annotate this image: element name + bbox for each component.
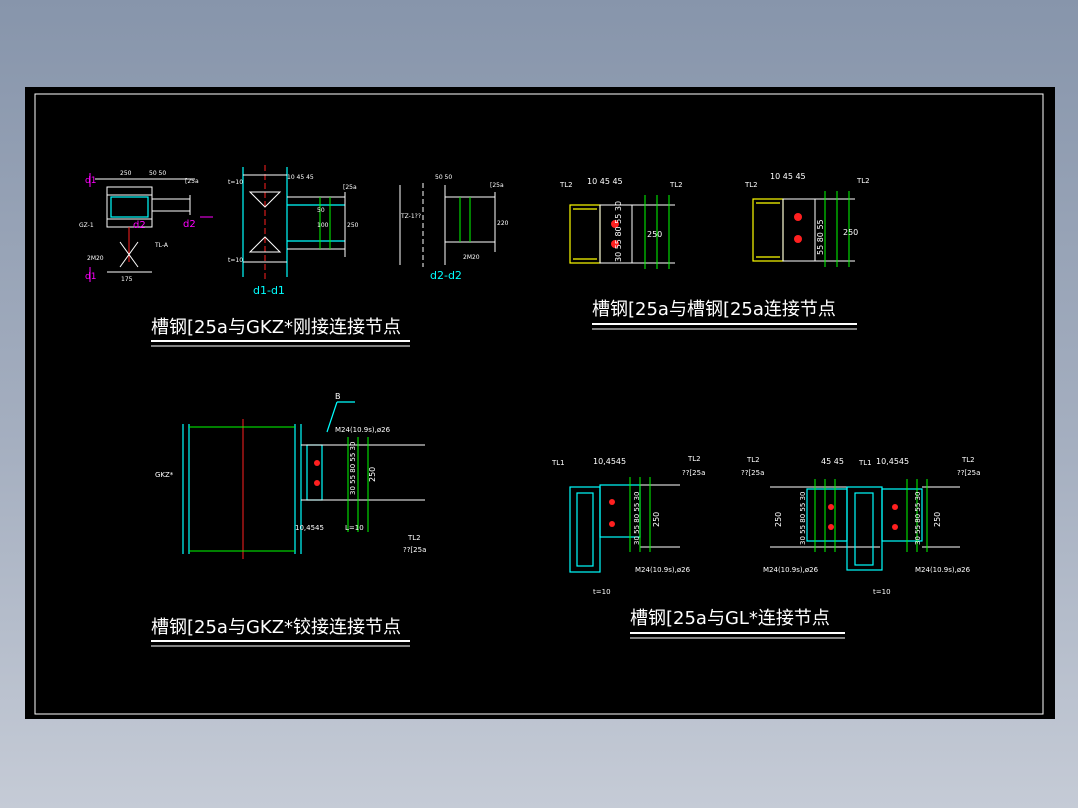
section-mark-d2-right: d2 (183, 219, 196, 230)
dim-250-hinged: 250 (368, 467, 377, 482)
cad-drawing-canvas[interactable]: d1 d1 d2 d2 250 50 50 [25a GZ-1 TL-A 2M2… (25, 87, 1055, 719)
title-rigid-connection: 槽钢[25a与GKZ*刚接连接节点 (151, 317, 401, 338)
label-c25a-d2: [25a (490, 182, 504, 189)
label-l10: L=10 (345, 524, 364, 532)
dim-104545-cc2: 10 45 45 (770, 172, 806, 181)
label-c25a-gl-b: ??[25a (741, 469, 764, 477)
label-t10-gl-b: t=10 (873, 588, 891, 596)
label-gz1: GZ-1 (79, 222, 94, 229)
dim-250-gl-c: 250 (933, 512, 942, 527)
label-tl2-cc-b: TL2 (669, 181, 683, 189)
dim-5050-d2: 50 50 (435, 174, 452, 181)
dim-175: 175 (121, 276, 133, 283)
dim-50-d1: 50 (317, 207, 325, 214)
label-2m20: 2M20 (87, 255, 104, 262)
title-channel-connection: 槽钢[25a与槽钢[25a连接节点 (592, 299, 836, 320)
label-bolt-gl-c: M24(10.9s),ø26 (915, 566, 971, 574)
label-bolt-gl-b: M24(10.9s),ø26 (763, 566, 819, 574)
section-d2-d2 (399, 183, 496, 267)
label-2m20-d2: 2M20 (463, 254, 480, 261)
label-tl2-gl-c: TL2 (961, 456, 975, 464)
label-bolt-gl-a: M24(10.9s),ø26 (635, 566, 691, 574)
label-t10-gl-a: t=10 (593, 588, 611, 596)
dim-30558055-hinged: 30 55 80 55 30 (349, 442, 357, 495)
dim-250-d1: 250 (347, 222, 359, 229)
label-tl2-gl-b: TL2 (746, 456, 760, 464)
label-tl-a: TL-A (154, 242, 169, 249)
section-mark-d1-top: d1 (85, 176, 96, 186)
dim-30558055-gl-a: 30 55 80 55 30 (633, 492, 641, 545)
rigid-connection-plan (89, 173, 213, 282)
gl-connection-right (770, 479, 960, 571)
dim-250-gl-a: 250 (652, 512, 661, 527)
dim-220-d2: 220 (497, 220, 509, 227)
drawing-border (34, 93, 1044, 715)
bolt-symbols-right (794, 213, 802, 243)
label-tl2-cc-d: TL2 (856, 177, 870, 185)
label-tz: TZ-1?? (400, 213, 421, 220)
label-b-mark: B (335, 392, 341, 401)
dim-250-gl-b: 250 (774, 512, 783, 527)
gl-connection-left (569, 477, 680, 573)
dim-104545-cc: 10 45 45 (587, 177, 623, 186)
section-label-d1-d1: d1-d1 (253, 284, 285, 297)
label-c25a-plan: [25a (185, 178, 199, 185)
label-tl2-cc-c: TL2 (744, 181, 758, 189)
title-gl-connection: 槽钢[25a与GL*连接节点 (630, 608, 830, 629)
label-c25a-d1: [25a (343, 184, 357, 191)
dim-100-d1: 100 (317, 222, 329, 229)
dim-30558055-gl-b: 30 55 80 55 30 (799, 492, 807, 545)
bolt-symbols-gl-left (609, 499, 615, 527)
title-hinged-connection: 槽钢[25a与GKZ*铰接连接节点 (151, 617, 401, 638)
dim-250-plan: 250 (120, 170, 132, 177)
channel-channel-left (569, 195, 675, 269)
label-tl2-hinged: TL2 (407, 534, 421, 542)
dim-5050-plan: 50 50 (149, 170, 166, 177)
section-d1-d1 (242, 165, 346, 279)
label-c25a-hinged: ??[25a (403, 546, 426, 554)
section-mark-d1-bottom: d1 (85, 272, 96, 282)
label-bolt-hinged: M24(10.9s),ø26 (335, 426, 391, 434)
bolt-symbols-gl-right (828, 504, 898, 530)
dim-250-cc2: 250 (843, 228, 858, 237)
label-tl1-gl-a: TL1 (551, 459, 565, 467)
label-tl1-gl-b: TL1 (858, 459, 872, 467)
label-t10-d1-top: t=10 (228, 179, 243, 186)
label-gkz: GKZ* (155, 471, 174, 479)
dim-104545-hinged: 10,4545 (295, 524, 324, 532)
section-mark-d2-left: d2 (133, 220, 146, 231)
label-tl2-cc-a: TL2 (559, 181, 573, 189)
dim-250-cc: 250 (647, 230, 662, 239)
dim-30558055-cc: 30 55 80 55 30 (614, 201, 623, 262)
label-c25a-gl-a: ??[25a (682, 469, 705, 477)
bolt-symbols-hinged (314, 460, 320, 486)
label-c25a-gl-c: ??[25a (957, 469, 980, 477)
label-t10-d1-bottom: t=10 (228, 257, 243, 264)
hinged-connection (182, 401, 425, 559)
cad-drawing: d1 d1 d2 d2 250 50 50 [25a GZ-1 TL-A 2M2… (34, 93, 1044, 715)
section-label-d2-d2: d2-d2 (430, 269, 462, 282)
channel-channel-right (752, 191, 855, 267)
dim-104545-gl-a: 10,4545 (593, 457, 626, 466)
dim-4545-gl-b: 45 45 (821, 457, 844, 466)
label-tl2-gl-a: TL2 (687, 455, 701, 463)
dim-104545-gl-b: 10,4545 (876, 457, 909, 466)
bolt-symbols-left (611, 220, 619, 248)
dim-30558055-gl-c: 30 55 80 55 30 (914, 492, 922, 545)
dim-558055-cc2: 55 80 55 (816, 219, 825, 255)
dim-104545-d1: 10 45 45 (287, 174, 314, 181)
